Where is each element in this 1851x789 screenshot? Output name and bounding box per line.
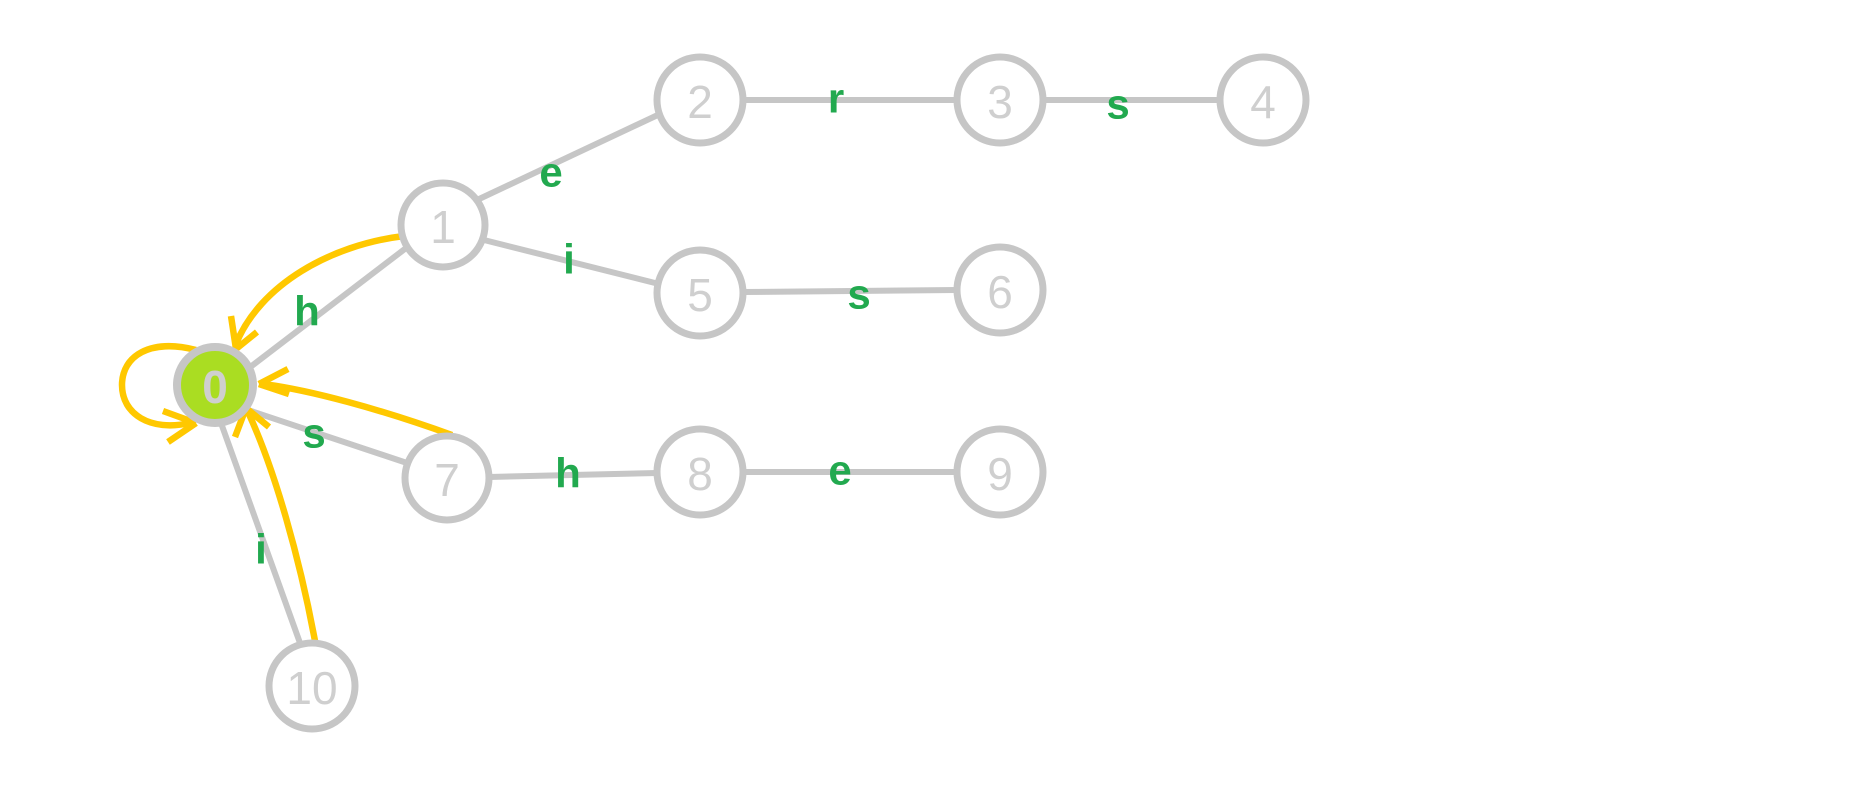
tree-edge-0-10: [218, 421, 303, 645]
node-10-circle[interactable]: [265, 639, 359, 733]
fail-arrow-1-0: [227, 315, 260, 352]
node-3-circle[interactable]: [953, 53, 1047, 147]
tree-edge-layer: [218, 97, 1220, 645]
edge-label-e-1-2: e: [539, 149, 562, 196]
edge-label-h-7-8: h: [555, 450, 581, 497]
node-3-label: 3: [987, 76, 1013, 128]
edge-label-s-3-4: s: [1106, 81, 1129, 128]
fail-arrow-7-0: [257, 366, 291, 398]
fail-self-loop-0: [118, 343, 197, 429]
node-0[interactable]: 0: [173, 343, 257, 427]
fail-edge-1-0: [232, 232, 405, 346]
node-0-circle[interactable]: [173, 343, 257, 427]
tree-edge-7-8: [488, 470, 658, 480]
node-layer: 0 1 2 3 4 5: [173, 53, 1310, 733]
node-2[interactable]: 2: [653, 53, 747, 147]
node-4-circle[interactable]: [1216, 53, 1310, 147]
edge-label-s-5-6: s: [847, 271, 870, 318]
node-3[interactable]: 3: [953, 53, 1047, 147]
node-7-label: 7: [434, 454, 460, 506]
node-6-label: 6: [987, 266, 1013, 318]
tree-edge-5-6: [742, 287, 958, 295]
fail-edge-layer: [118, 232, 454, 642]
node-0-label: 0: [202, 361, 228, 413]
node-9-label: 9: [987, 448, 1013, 500]
edge-label-h-0-1: h: [294, 288, 320, 335]
edge-label-r-2-3: r: [828, 75, 844, 122]
tree-edge-0-7: [244, 406, 408, 466]
edge-label-layer: h e r s i s s h e i: [255, 75, 1130, 573]
tree-edge-1-5: [483, 237, 660, 287]
node-5-circle[interactable]: [653, 246, 747, 340]
node-9[interactable]: 9: [953, 425, 1047, 519]
node-1-label: 1: [430, 201, 456, 253]
node-10-label: 10: [286, 662, 337, 714]
node-6[interactable]: 6: [953, 243, 1047, 337]
fail-arrow-self-loop-0: [161, 407, 198, 445]
node-4-label: 4: [1250, 76, 1276, 128]
fail-edge-7-0: [262, 380, 454, 439]
edge-label-s-0-7: s: [302, 410, 325, 457]
node-8[interactable]: 8: [653, 425, 747, 519]
node-10[interactable]: 10: [265, 639, 359, 733]
node-1-circle[interactable]: [397, 179, 489, 271]
node-8-circle[interactable]: [653, 425, 747, 519]
node-8-label: 8: [687, 448, 713, 500]
node-9-circle[interactable]: [953, 425, 1047, 519]
tree-edge-0-1: [247, 242, 412, 371]
node-5[interactable]: 5: [653, 246, 747, 340]
edge-label-i-0-10: i: [255, 526, 267, 573]
node-4[interactable]: 4: [1216, 53, 1310, 147]
tree-edge-1-2: [475, 110, 664, 203]
node-6-circle[interactable]: [953, 243, 1047, 337]
fail-edge-10-0: [245, 410, 319, 642]
node-2-label: 2: [687, 76, 713, 128]
node-7-circle[interactable]: [401, 432, 493, 524]
node-1[interactable]: 1: [397, 179, 489, 271]
edge-label-e-8-9: e: [828, 447, 851, 494]
node-2-circle[interactable]: [653, 53, 747, 147]
edge-label-i-1-5: i: [563, 236, 575, 283]
node-7[interactable]: 7: [401, 432, 493, 524]
node-5-label: 5: [687, 269, 713, 321]
